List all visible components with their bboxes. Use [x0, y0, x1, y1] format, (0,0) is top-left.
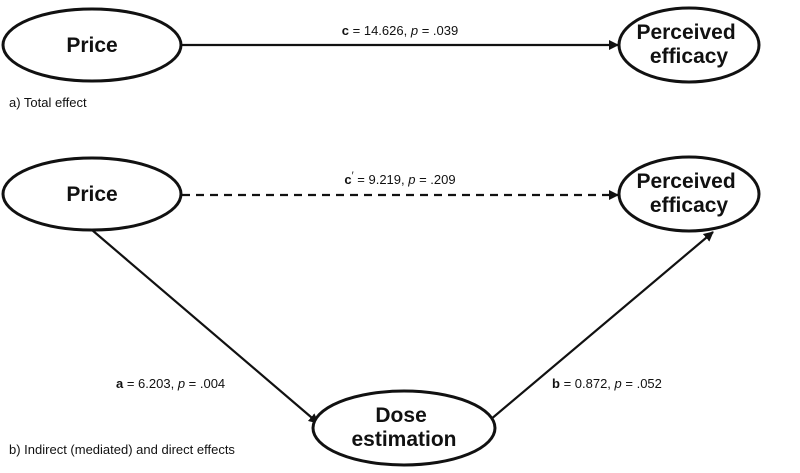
- edge-c-label: c = 14.626, p = .039: [342, 23, 458, 38]
- node-perceived-efficacy-b: [617, 155, 761, 233]
- edge-a: [91, 229, 319, 424]
- edge-c-prime-label: c′ = 9.219, p = .209: [344, 170, 455, 187]
- caption-a: a) Total effect: [9, 95, 87, 110]
- node-price-a: [1, 7, 183, 83]
- edge-a-label: a = 6.203, p = .004: [116, 376, 225, 391]
- node-perceived-efficacy-b-label: Perceived efficacy: [636, 170, 741, 217]
- node-perceived-efficacy-a-label: Perceived efficacy: [636, 21, 741, 68]
- node-price-a-label: Price: [66, 34, 117, 57]
- caption-b: b) Indirect (mediated) and direct effect…: [9, 442, 235, 457]
- node-price-b: [1, 156, 183, 232]
- node-perceived-efficacy-a: [617, 6, 761, 84]
- node-dose-estimation: [311, 389, 497, 467]
- edge-b-label: b = 0.872, p = .052: [552, 376, 662, 391]
- panel-a: Price Perceived efficacy c = 14.626, p =…: [1, 6, 761, 110]
- node-price-b-label: Price: [66, 183, 117, 206]
- node-dose-estimation-label: Dose estimation: [351, 404, 456, 451]
- panel-b: Price Perceived efficacy Dose estimation…: [1, 155, 761, 467]
- edge-b: [489, 231, 714, 421]
